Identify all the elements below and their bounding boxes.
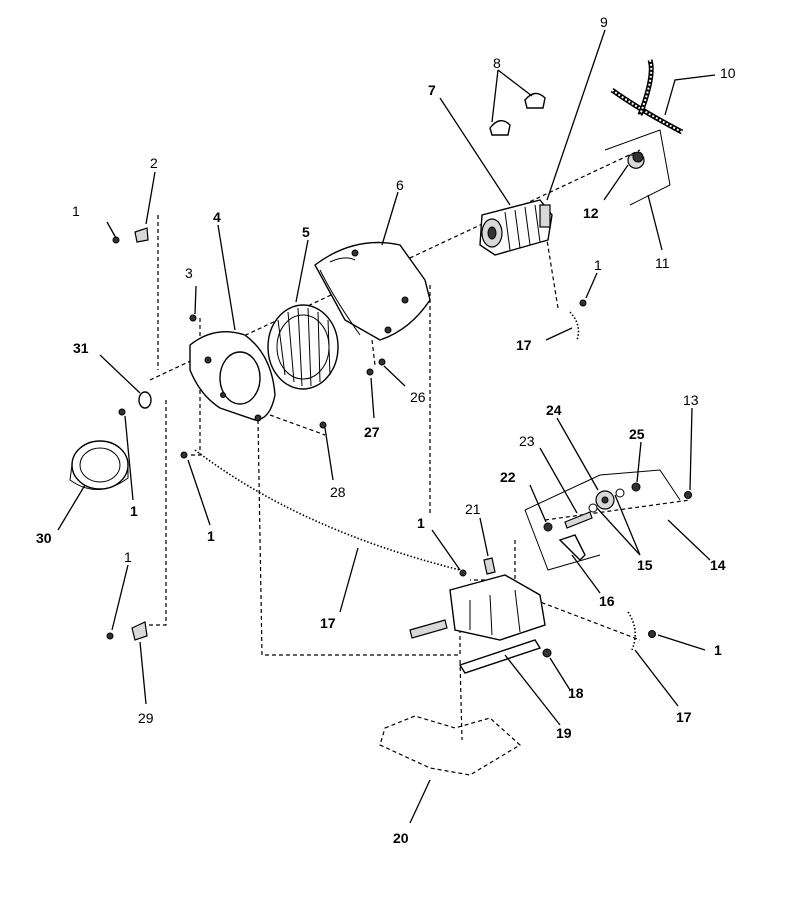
callout-labels: 1 2 3 4 5 6 7 8 9 10 11 12 1 17 31 26 27… — [36, 14, 736, 846]
screw-1d — [180, 451, 188, 459]
callout-1: 1 — [207, 528, 215, 544]
callout-1: 1 — [594, 257, 602, 273]
nut-18 — [542, 648, 552, 658]
callout-24: 24 — [546, 402, 562, 418]
leader-lines — [57, 29, 716, 824]
callout-3: 3 — [185, 265, 193, 281]
callout-17: 17 — [676, 709, 692, 725]
callout-1: 1 — [417, 515, 425, 531]
callout-19: 19 — [556, 725, 572, 741]
screw-26 — [378, 358, 386, 366]
callout-9: 9 — [600, 14, 608, 30]
callout-20: 20 — [393, 830, 409, 846]
callout-31: 31 — [73, 340, 89, 356]
callout-22: 22 — [500, 469, 516, 485]
seal-31 — [138, 391, 152, 409]
callout-7: 7 — [428, 82, 436, 98]
screw-27 — [366, 368, 374, 376]
drive-belt-10 — [610, 59, 684, 135]
spring-21 — [483, 557, 496, 575]
motor-mount-19 — [409, 574, 546, 674]
callout-1: 1 — [124, 549, 132, 565]
callout-16: 16 — [599, 593, 615, 609]
callout-11: 11 — [655, 255, 670, 271]
idler-pulley-kit-11 — [604, 129, 671, 206]
callout-21: 21 — [465, 501, 481, 517]
callout-28: 28 — [330, 484, 346, 500]
assembly-lines — [140, 149, 691, 741]
wire-harness-17 — [194, 311, 636, 651]
callout-30: 30 — [36, 530, 52, 546]
callout-13: 13 — [683, 392, 699, 408]
callout-1: 1 — [714, 642, 722, 658]
callout-10: 10 — [720, 65, 736, 81]
motor-clips-8 — [489, 92, 546, 136]
blower-cover-4 — [189, 331, 276, 422]
screw-1f — [106, 632, 114, 640]
callout-2: 2 — [150, 155, 158, 171]
clip-29 — [131, 621, 148, 641]
callout-27: 27 — [364, 424, 380, 440]
callout-5: 5 — [302, 224, 310, 240]
blower-wheel-5 — [267, 304, 339, 390]
callout-1: 1 — [130, 503, 138, 519]
callout-8: 8 — [493, 55, 501, 71]
screw-1g — [648, 630, 656, 638]
callout-4: 4 — [213, 209, 221, 225]
callout-17: 17 — [320, 615, 336, 631]
drive-motor-7 — [479, 199, 553, 256]
screw-1c — [118, 408, 126, 416]
callout-26: 26 — [410, 389, 426, 405]
seal-ring-30 — [69, 440, 129, 490]
shaft-23 — [564, 511, 593, 529]
screw-3 — [189, 314, 197, 322]
callout-25: 25 — [629, 426, 645, 442]
fasteners — [106, 227, 692, 658]
callout-18: 18 — [568, 685, 584, 701]
clip-2 — [134, 227, 149, 243]
blower-housing-6 — [314, 241, 431, 341]
arm-16 — [558, 534, 586, 561]
clip-25 — [631, 482, 641, 492]
screw-1e — [459, 569, 467, 577]
callout-23: 23 — [519, 433, 535, 449]
screw-13 — [684, 491, 692, 499]
callout-1: 1 — [72, 203, 80, 219]
screw-1b — [579, 299, 587, 307]
callout-12: 12 — [583, 205, 599, 221]
callout-17: 17 — [516, 337, 532, 353]
callout-29: 29 — [138, 710, 154, 726]
washer-22 — [543, 522, 553, 532]
callout-6: 6 — [396, 177, 404, 193]
base-pan-20 — [379, 715, 522, 776]
screw-28 — [319, 421, 327, 429]
callout-15: 15 — [637, 557, 653, 573]
callout-14: 14 — [710, 557, 726, 573]
